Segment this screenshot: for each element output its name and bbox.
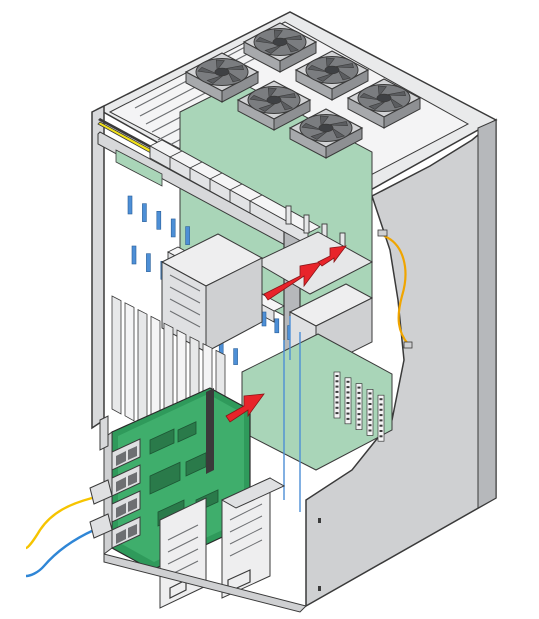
blue-tab: [156, 211, 162, 230]
blue-tab: [131, 245, 137, 265]
orange-cable: [383, 234, 409, 345]
insert-arrow-lower: [225, 393, 265, 423]
insert-arrow-right: [317, 245, 347, 267]
front-label-window: [115, 149, 163, 187]
lower-front-rail: [99, 415, 109, 451]
card-slot: [137, 308, 148, 429]
fan-unit: [288, 108, 364, 159]
chassis-base: [103, 553, 307, 613]
orange-cable-connector-bottom: [403, 341, 413, 349]
alignment-guides: [283, 316, 301, 512]
power-supply-right: [220, 477, 286, 599]
chassis-right-edge: [477, 119, 497, 509]
pcb-component: [149, 461, 181, 495]
blue-tab: [233, 348, 238, 365]
blue-tab: [170, 218, 176, 238]
orange-cable-connector-top: [377, 229, 388, 237]
fiber-connector-blue: [89, 513, 113, 539]
fan-unit: [184, 52, 260, 103]
connector-strip: [333, 371, 341, 419]
line-card: [103, 387, 251, 571]
blue-tab: [261, 311, 267, 327]
port-cage: [111, 490, 141, 523]
port-cage: [111, 464, 141, 497]
port-cage: [111, 516, 141, 549]
backplane-connectors: [285, 205, 346, 252]
card-slot: [124, 302, 135, 422]
blue-tab: [274, 318, 280, 334]
port-cage: [111, 438, 141, 471]
fan-unit: [236, 80, 312, 131]
blue-tab: [185, 226, 190, 245]
backplane-connector: [285, 205, 292, 225]
pcb-component: [177, 421, 197, 443]
fan-tray: [184, 22, 422, 159]
connector-strip: [377, 394, 385, 442]
blue-tab: [127, 195, 133, 215]
blue-tab: [146, 253, 151, 272]
insert-arrow-upper: [263, 261, 323, 301]
optical-ports: [111, 438, 141, 549]
fan-unit: [346, 78, 422, 129]
blue-fiber-cable: [25, 528, 95, 578]
fan-unit: [294, 50, 370, 101]
pcb-component: [149, 428, 175, 455]
chassis-left-post: [91, 104, 105, 430]
card-slot: [111, 295, 122, 415]
fiber-connector-yellow: [89, 479, 113, 505]
connector-strip: [366, 389, 374, 436]
fan-unit: [242, 22, 318, 73]
lower-backplane-connectors: [333, 371, 385, 442]
side-mount-holes: [318, 518, 321, 591]
connector-strip: [355, 383, 363, 430]
yellow-fiber-cable: [25, 496, 93, 550]
backplane-connector: [303, 214, 310, 234]
blue-tab: [142, 203, 147, 222]
connector-strip: [344, 377, 352, 425]
